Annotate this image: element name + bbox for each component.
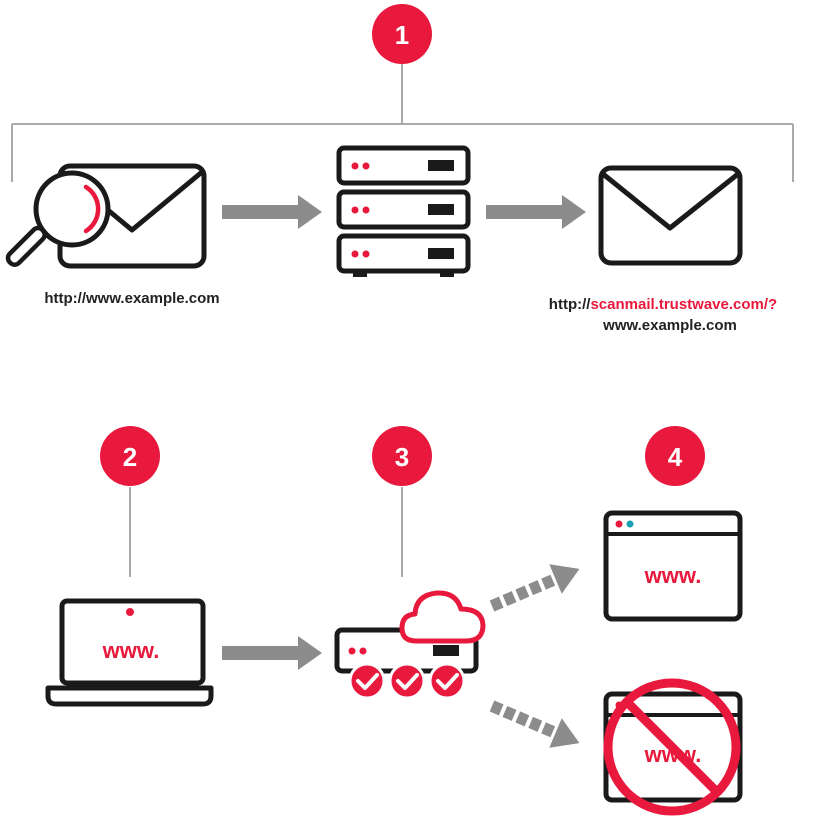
step-badge-2: 2 — [100, 426, 160, 486]
check-icon — [428, 662, 466, 700]
prohibited-icon — [603, 678, 741, 816]
browser-window-icon: www. — [603, 510, 743, 622]
server-stack-icon — [336, 145, 471, 277]
svg-text:3: 3 — [395, 442, 409, 472]
allowed-dashed-arrow — [489, 564, 580, 612]
blocked-dashed-arrow — [489, 700, 580, 748]
svg-text:www.: www. — [102, 638, 160, 663]
step-badge-4: 4 — [645, 426, 705, 486]
top-bracket-connector — [11, 62, 794, 182]
blocked-browser-window-icon: www. — [603, 678, 743, 816]
flow-arrow-3 — [222, 636, 322, 670]
rewritten-url-suffix: www.example.com — [603, 317, 737, 334]
step-badge-1: 1 — [372, 4, 432, 64]
svg-text:1: 1 — [395, 20, 409, 50]
check-icon — [388, 662, 426, 700]
magnifier-envelope-icon — [5, 163, 207, 269]
flow-arrow-2 — [486, 195, 586, 229]
step-connectors — [129, 487, 403, 577]
rewritten-url-prefix: http:// — [548, 296, 591, 313]
flow-arrow-1 — [222, 195, 322, 229]
check-icon — [348, 662, 386, 700]
svg-text:4: 4 — [668, 442, 683, 472]
envelope-icon — [598, 165, 743, 266]
cloud-server-check-icon — [334, 590, 486, 700]
original-url-label: http://www.example.com — [44, 290, 220, 307]
laptop-icon: www. — [45, 598, 214, 707]
svg-text:www.: www. — [644, 563, 702, 588]
rewritten-url-host: scanmail.trustwave.com/? — [590, 296, 778, 313]
step-badge-3: 3 — [372, 426, 432, 486]
rewritten-url-label: http://scanmail.trustwave.com/? — [505, 296, 821, 313]
svg-text:2: 2 — [123, 442, 137, 472]
